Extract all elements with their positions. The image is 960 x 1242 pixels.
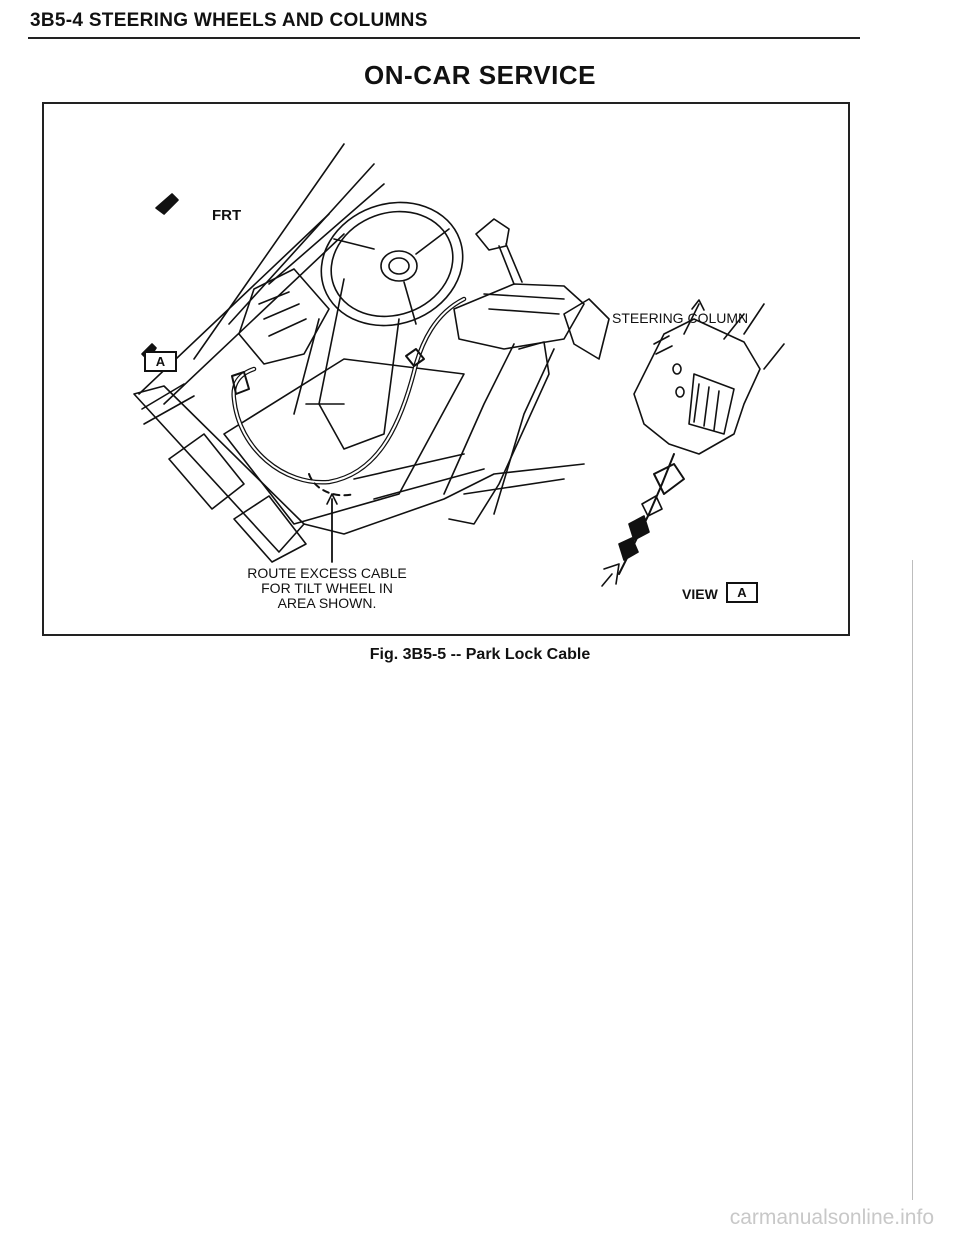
cable-ferrule-2	[628, 515, 650, 541]
column-housing-outline	[633, 318, 761, 455]
section-title: ON-CAR SERVICE	[364, 60, 596, 90]
header-rule	[28, 37, 860, 39]
cable-ferrule-1	[641, 495, 663, 517]
route-leader-arrow	[326, 493, 338, 505]
lock-housing-ribs	[693, 383, 720, 431]
housing-hole-2	[675, 386, 685, 398]
view-a-ref-box: A	[726, 582, 758, 603]
column-shroud	[318, 278, 400, 450]
console-front	[448, 341, 550, 525]
column-lines-right	[723, 303, 785, 370]
steering-wheel-rim-inner	[330, 210, 454, 318]
steering-column-arrow	[691, 299, 705, 311]
steering-column-label: STEERING COLUMN	[612, 310, 749, 326]
frt-arrow-icon	[155, 193, 179, 215]
housing-detail-1	[653, 335, 673, 355]
figure-caption: Fig. 3B5-5 -- Park Lock Cable	[369, 646, 591, 663]
route-label-line-1: ROUTE EXCESS CABLE	[247, 565, 407, 581]
margin-rule	[912, 560, 913, 1200]
figure-frame: FRT STEERING COLUMN ROUTE EXCESS CABLE F…	[42, 102, 850, 636]
excess-cable-area	[308, 473, 355, 497]
shift-knob	[475, 218, 510, 251]
cable-end-fitting	[653, 463, 685, 495]
steering-wheel-spokes	[333, 228, 450, 325]
view-a-callout-box: A	[144, 351, 177, 372]
shifter-console	[453, 283, 585, 350]
route-label-line-3: AREA SHOWN.	[277, 595, 377, 611]
steering-wheel-rim	[320, 201, 464, 327]
cluster-detail	[258, 291, 307, 337]
dash-vent-1	[168, 433, 245, 510]
park-lock-cable-core	[232, 298, 465, 484]
instrument-cluster	[238, 268, 330, 365]
steering-column-leader	[683, 303, 700, 335]
park-lock-cable	[231, 296, 467, 485]
view-label: VIEW	[682, 586, 718, 602]
cable-clip-upper	[405, 348, 425, 367]
floor-detail	[353, 453, 565, 500]
running-head: 3B5-4 STEERING WHEELS AND COLUMNS	[30, 10, 428, 31]
shift-lever	[498, 243, 523, 285]
cable-end-tip	[601, 563, 620, 587]
console-edge	[443, 343, 555, 515]
park-lock-cable-illustration	[133, 143, 785, 587]
dash-trim	[141, 383, 195, 425]
route-cable-label: ROUTE EXCESS CABLE FOR TILT WHEEL IN ARE…	[202, 566, 452, 611]
steering-wheel-hub	[380, 250, 418, 282]
lock-housing-body	[688, 373, 735, 435]
pillar-lines	[193, 143, 385, 360]
seat-outline	[223, 358, 465, 525]
console-side	[563, 298, 610, 360]
floor-line	[303, 463, 585, 535]
column-lines	[293, 318, 345, 415]
cable-clip-lower	[231, 371, 250, 395]
shifter-bezel-lines	[483, 293, 565, 315]
steering-wheel-center	[388, 257, 410, 275]
route-label-line-2: FOR TILT WHEEL IN	[261, 580, 393, 596]
frt-label: FRT	[212, 207, 242, 224]
watermark-text: carmanualsonline.info	[729, 1206, 934, 1229]
housing-hole-1	[672, 363, 682, 375]
cable-ferrule-3	[618, 537, 639, 561]
dash-vent-2	[233, 495, 307, 563]
